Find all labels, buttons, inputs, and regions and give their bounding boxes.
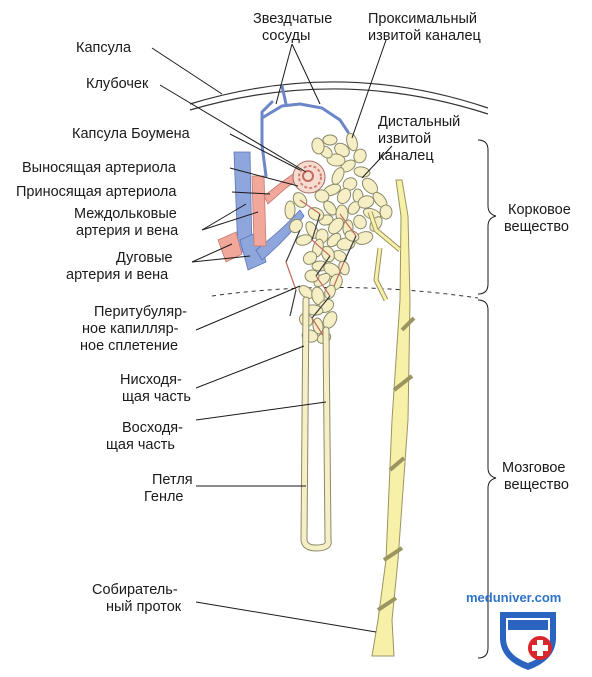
- label-efferent-arteriole: Выносящая артериола: [22, 160, 177, 176]
- tubule-segment: [323, 200, 337, 216]
- tubule-segment: [336, 187, 352, 205]
- tubule-segment: [295, 234, 313, 246]
- label-descending: Нисходя-щая часть: [120, 372, 191, 405]
- capillary-segment: [339, 213, 357, 237]
- loop-of-henle: [300, 296, 332, 552]
- label-bowman-capsule: Капсула Боумена: [72, 126, 191, 142]
- label-afferent-arteriole: Приносящая артериола: [16, 184, 177, 200]
- capillary-segment: [343, 235, 357, 263]
- cortex-bracket: [477, 139, 497, 295]
- kidney-capsule: [189, 81, 489, 115]
- tubule-segment: [342, 177, 358, 191]
- label-ascending: Восходя-щая часть: [106, 420, 183, 453]
- tubule-segment: [311, 137, 325, 155]
- tubule-segment: [314, 189, 330, 203]
- tubule-segment: [338, 260, 350, 276]
- tubule-segment: [322, 134, 338, 146]
- tubule-segment: [353, 166, 371, 178]
- medulla-bracket: [477, 299, 497, 659]
- peritubular-plexus: [285, 199, 357, 341]
- label-capsule: Капсула: [76, 40, 132, 56]
- tubule-segment: [289, 218, 303, 234]
- cortico-medullary-border: [211, 286, 479, 299]
- capillary-segment: [315, 275, 331, 297]
- tubule-segment: [307, 207, 325, 221]
- tubule-segment: [284, 200, 296, 220]
- capillary-segment: [311, 213, 321, 241]
- capillary-segment: [299, 199, 321, 215]
- capillary-segment: [285, 261, 297, 291]
- leader-lines: [151, 39, 393, 633]
- label-collecting-duct: Собиратель-ный проток: [92, 582, 182, 615]
- tubule-segment: [379, 204, 393, 220]
- capillary-segment: [289, 289, 297, 317]
- capillary-segment: [333, 261, 345, 287]
- stellate-veins: [260, 84, 350, 178]
- label-peritubular: Перитубуляр-ное капилляр-ное сплетение: [80, 304, 187, 354]
- tubule-segment: [353, 148, 367, 164]
- tubule-segment: [346, 132, 358, 152]
- collecting-duct: [367, 179, 416, 657]
- tubule-segment: [304, 269, 320, 283]
- capillary-segment: [285, 229, 301, 263]
- tubule-segment: [312, 317, 324, 335]
- capillary-segment: [311, 239, 331, 257]
- tubule-segment: [353, 214, 367, 230]
- capillary-segment: [311, 295, 331, 319]
- capillary-segment: [315, 255, 331, 277]
- label-glomerulus: Клубочек: [86, 76, 149, 92]
- watermark-text: meduniver.com: [466, 590, 561, 605]
- glomerulus: [292, 160, 326, 194]
- shield-logo: [500, 612, 556, 670]
